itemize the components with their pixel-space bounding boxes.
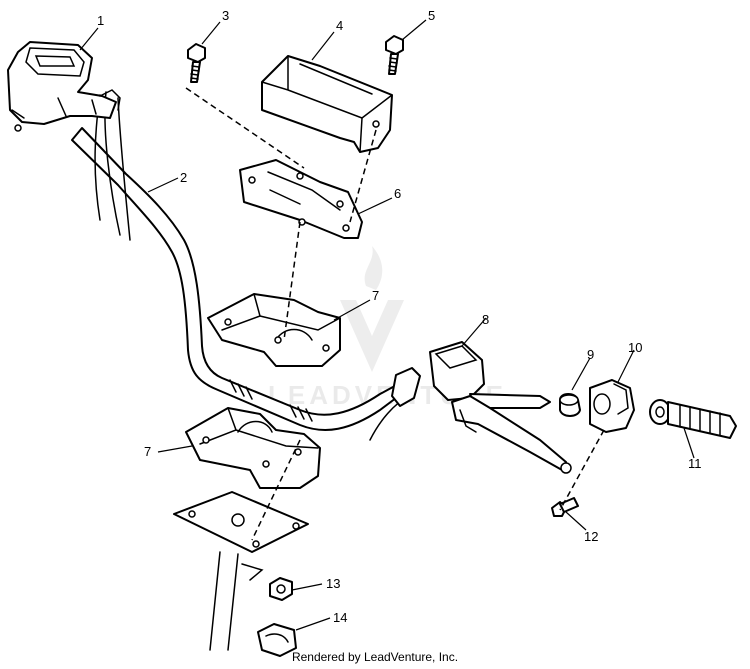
render-credit: Rendered by LeadVenture, Inc.	[291, 650, 459, 664]
callout-14: 14	[333, 610, 347, 625]
callout-1: 1	[97, 13, 104, 28]
callout-7-lower: 7	[144, 444, 151, 459]
steering-post	[209, 551, 264, 651]
assembly-lines	[185, 87, 605, 541]
nut-part-13	[269, 577, 293, 601]
mount-plate-part-6	[239, 159, 363, 239]
callout-11: 11	[688, 456, 702, 471]
bolt-part-5	[385, 35, 404, 75]
grip-part-11	[649, 399, 737, 439]
callout-10: 10	[628, 340, 642, 355]
callout-2: 2	[180, 170, 187, 185]
bolt-part-3	[187, 43, 206, 83]
flame-v-logo-icon	[340, 246, 404, 372]
callout-labels: 1 2 3 4 5 6 7 7 8 9 10 11 12 13 14	[97, 8, 702, 625]
callout-5: 5	[428, 8, 435, 23]
lower-plate	[173, 491, 309, 553]
upper-clamp-part-7	[207, 293, 341, 367]
callout-4: 4	[336, 18, 343, 33]
clip-part-14	[257, 623, 297, 657]
callout-7-upper: 7	[372, 288, 379, 303]
screw-part-12	[551, 497, 579, 517]
callout-8: 8	[482, 312, 489, 327]
throttle-housing-part-10	[589, 379, 635, 433]
callout-9: 9	[587, 347, 594, 362]
brake-master-cylinder-part-8	[391, 341, 572, 474]
leader-lines	[79, 19, 695, 631]
switch-housing-part-1	[7, 41, 121, 132]
callout-6: 6	[394, 186, 401, 201]
callout-13: 13	[326, 576, 340, 591]
cover-pad-part-4	[261, 55, 393, 153]
callout-3: 3	[222, 8, 229, 23]
plug-part-9	[559, 393, 581, 417]
callout-12: 12	[584, 529, 598, 544]
